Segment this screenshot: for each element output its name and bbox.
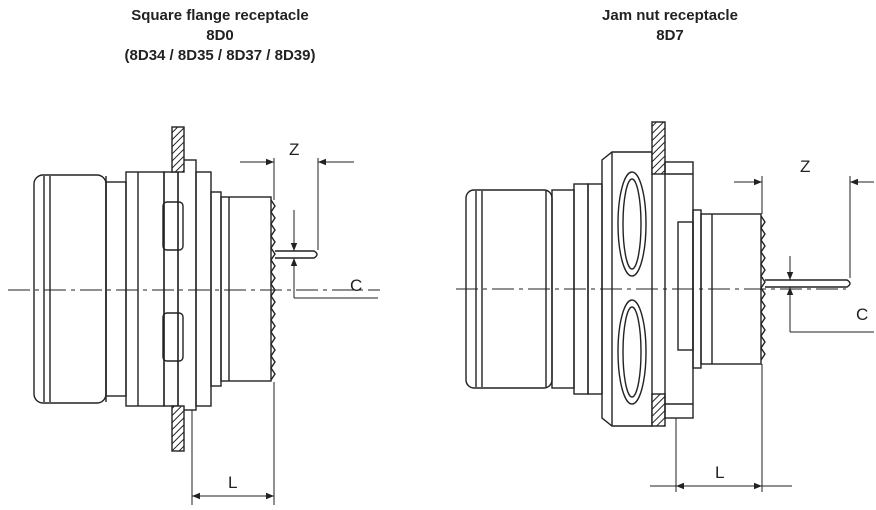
square-flange-receptacle-drawing xyxy=(8,126,380,505)
left-dim-l xyxy=(191,382,275,505)
left-title-line3: (8D34 / 8D35 / 8D37 / 8D39) xyxy=(124,47,316,64)
left-body-shell xyxy=(105,171,184,407)
right-jam-nut-slot-bottom xyxy=(617,299,647,405)
left-dim-l-label: L xyxy=(228,473,237,492)
left-dim-z-label: Z xyxy=(289,140,299,159)
left-view-title: Square flange receptacle 8D0 (8D34 / 8D3… xyxy=(40,6,400,66)
right-jam-nut-slot-top xyxy=(617,171,647,277)
left-panel-hatch-top xyxy=(171,126,185,173)
left-front-shell xyxy=(210,191,276,387)
right-coupling-nut xyxy=(465,189,553,389)
right-title-line2: 8D7 xyxy=(656,27,684,44)
right-dim-l-label: L xyxy=(715,463,724,482)
right-dim-c-label: C xyxy=(856,305,868,324)
right-panel-hatch-top xyxy=(651,121,666,175)
right-view-title: Jam nut receptacle 8D7 xyxy=(490,6,850,46)
left-panel-hatch-bottom xyxy=(171,405,185,452)
left-title-line2: 8D0 xyxy=(206,27,234,44)
right-contact-pin xyxy=(765,279,851,288)
right-title-line1: Jam nut receptacle xyxy=(602,7,738,24)
right-jam-nut xyxy=(601,151,653,427)
right-panel-hatch-bottom xyxy=(651,393,666,427)
left-contact-pin xyxy=(275,250,318,259)
left-coupling-nut xyxy=(33,174,107,404)
right-dim-z xyxy=(734,176,874,278)
right-dim-l xyxy=(650,364,792,492)
jam-nut-receptacle-drawing xyxy=(456,121,874,492)
left-dim-c xyxy=(290,210,378,299)
right-flange xyxy=(664,161,694,419)
left-title-line1: Square flange receptacle xyxy=(131,7,309,24)
left-flange xyxy=(171,126,212,452)
right-front-shell xyxy=(692,209,766,369)
left-dim-c-label: C xyxy=(350,276,362,295)
left-dim-z xyxy=(240,158,354,250)
right-dim-z-label: Z xyxy=(800,157,810,176)
right-dim-c xyxy=(786,256,874,333)
